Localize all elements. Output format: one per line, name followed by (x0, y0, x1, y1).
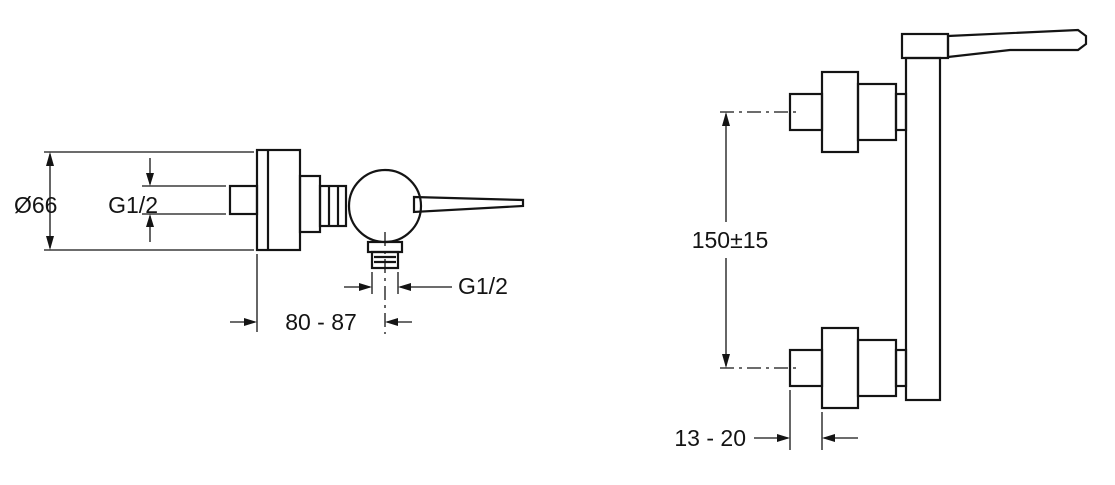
body-nut-outline (318, 184, 348, 228)
top-inlet-flange (820, 70, 860, 154)
cartridge-housing-circle (347, 168, 423, 244)
centerlines (384, 111, 798, 369)
front-view-outline (788, 28, 1088, 410)
dim-label-depth-range: 80 - 87 (285, 309, 357, 335)
top-inlet-connector (894, 92, 908, 132)
dim-label-outlet-thread: G1/2 (458, 273, 508, 299)
inlet-stub-outline (228, 184, 259, 216)
bottom-inlet-flange (820, 326, 860, 410)
body-cap-outline (900, 32, 950, 60)
side-view-outline (228, 148, 525, 270)
body-adapter-outline (298, 174, 322, 234)
dimension-arrowheads (46, 112, 835, 442)
dim-label-wall-clearance: 13 - 20 (674, 425, 746, 451)
dimension-lines (44, 114, 858, 450)
bottom-inlet-step (856, 338, 898, 398)
escutcheon-outline (255, 148, 302, 252)
bottom-inlet-connector (894, 348, 908, 388)
dim-label-inlet-spacing: 150±15 (692, 227, 769, 253)
dim-label-inlet-thread: G1/2 (108, 192, 158, 218)
mixer-body-outline (904, 56, 942, 402)
top-inlet-step (856, 82, 898, 142)
lever-handle-front (946, 28, 1088, 59)
dim-label-flange-diameter: Ø66 (14, 192, 57, 218)
dimension-labels: Ø66 G1/2 G1/2 80 - 87 150±15 13 - 20 (14, 192, 768, 451)
lever-handle-side (412, 195, 525, 214)
